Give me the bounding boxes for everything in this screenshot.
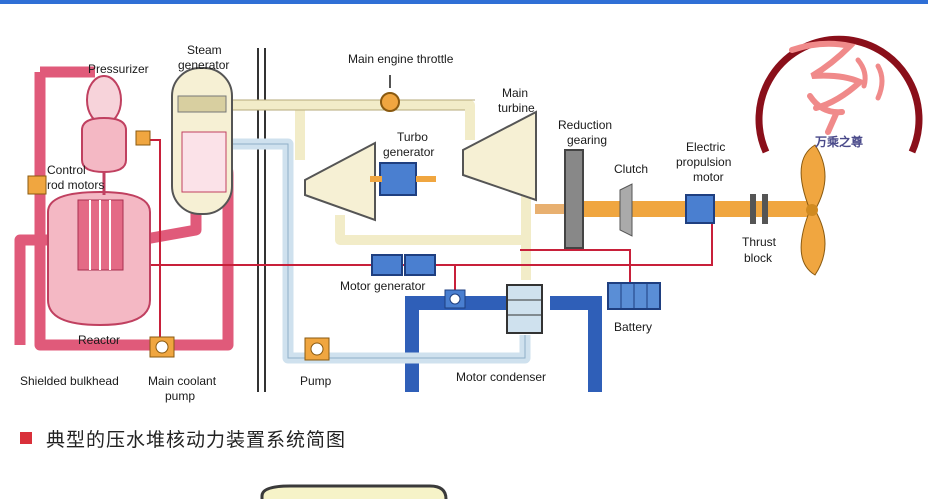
label-main-coolant-pump-2: pump — [165, 389, 195, 403]
main-coolant-pump — [149, 336, 175, 358]
label-main-turbine-2: turbine — [498, 101, 535, 115]
label-thrust-block-2: block — [744, 251, 773, 265]
electric-propulsion-motor — [685, 194, 715, 224]
label-motor-generator: Motor generator — [340, 279, 425, 293]
motor-generator-units — [371, 254, 436, 276]
label-clutch: Clutch — [614, 162, 648, 176]
label-steam-generator-2: generator — [178, 58, 229, 72]
label-electric-motor-3: motor — [693, 170, 724, 184]
brand-logo — [755, 35, 923, 154]
motor-condenser — [506, 284, 543, 334]
label-reduction-gearing-2: gearing — [567, 133, 607, 147]
label-shielded-bulkhead: Shielded bulkhead — [20, 374, 119, 388]
label-reactor: Reactor — [78, 333, 120, 347]
main-engine-throttle-valve — [380, 75, 400, 112]
label-steam-generator-1: Steam — [187, 43, 222, 57]
label-main-turbine-1: Main — [502, 86, 528, 100]
label-electric-motor-1: Electric — [686, 140, 725, 154]
condenser-pump — [444, 289, 466, 309]
shaft-extension — [535, 204, 573, 214]
label-thrust-block-1: Thrust — [742, 235, 777, 249]
label-main-coolant-pump-1: Main coolant — [148, 374, 217, 388]
main-turbine — [462, 110, 537, 202]
label-control-rod-1: Control — [47, 163, 86, 177]
condensate-loop-outline — [226, 143, 526, 359]
label-electric-motor-2: propulsion — [676, 155, 731, 169]
steam-lines-outline — [232, 99, 475, 111]
reduction-gearing — [564, 149, 584, 249]
battery — [607, 282, 661, 310]
clutch — [619, 183, 633, 237]
control-rod-motor — [27, 175, 47, 195]
pressurizer-heater — [135, 130, 151, 146]
label-motor-condenser: Motor condenser — [456, 370, 546, 384]
label-control-rod-2: rod motors — [47, 178, 104, 192]
caption-bullet — [20, 432, 32, 444]
top-accent-bar — [0, 0, 928, 4]
propeller — [800, 144, 826, 276]
label-battery: Battery — [614, 320, 652, 334]
caption-text: 典型的压水堆核动力装置系统简图 — [46, 428, 347, 451]
steam-generator — [171, 67, 233, 215]
turbo-generator-unit — [304, 141, 436, 222]
thrust-block — [750, 194, 768, 224]
next-diagram-fragment — [260, 484, 448, 499]
label-main-engine-throttle: Main engine throttle — [348, 52, 454, 66]
logo-text: 万乘之尊 — [814, 135, 863, 149]
label-turbo-generator-2: generator — [383, 145, 434, 159]
label-pressurizer: Pressurizer — [88, 62, 149, 76]
reactor-vessel — [47, 190, 151, 327]
label-turbo-generator-1: Turbo — [397, 130, 428, 144]
condensate-pump — [304, 337, 330, 361]
label-pump: Pump — [300, 374, 332, 388]
figure-caption: 典型的压水堆核动力装置系统简图 — [20, 426, 347, 451]
label-reduction-gearing-1: Reduction — [558, 118, 612, 132]
pressurizer — [81, 75, 127, 195]
